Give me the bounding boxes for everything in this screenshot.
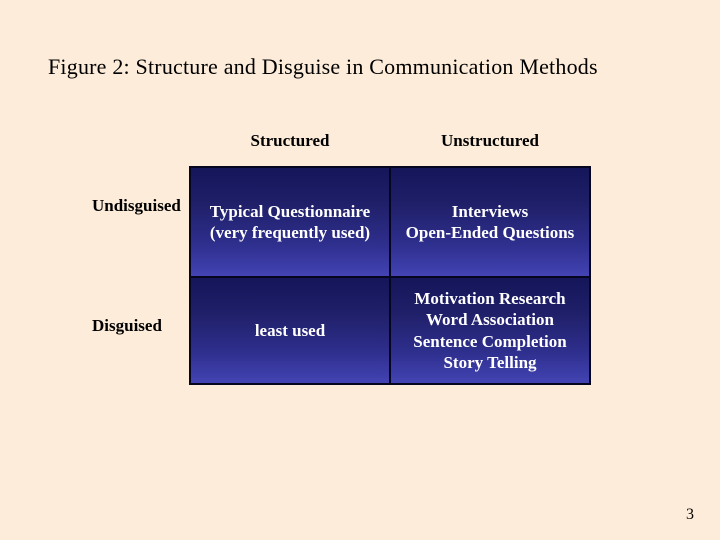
page-number: 3 [686,506,694,523]
cell-text-line: Motivation Research [414,288,566,308]
matrix-table: Typical Questionnaire (very frequently u… [189,166,591,385]
cell-text-line: Interviews [451,201,529,221]
column-header-structured: Structured [250,131,330,150]
cell-text-line: Open-Ended Questions [405,223,575,242]
row-header-disguised: Disguised [92,316,162,335]
cell-text-line: (very frequently used) [209,223,371,242]
cell-text-line: Typical Questionnaire [209,201,371,221]
slide-title: Figure 2: Structure and Disguise in Comm… [48,54,598,79]
row-header-undisguised: Undisguised [92,196,181,215]
cell-text-line: Story Telling [443,353,537,372]
cell-undisguised-structured: Typical Questionnaire (very frequently u… [191,168,389,276]
cell-disguised-unstructured: Motivation Research Word Association Sen… [391,278,589,383]
cell-undisguised-unstructured: Interviews Open-Ended Questions [391,168,589,276]
cell-text-line: Word Association [426,310,554,329]
cell-text-line: Sentence Completion [413,331,567,351]
cell-text-line: least used [254,320,326,340]
cell-disguised-structured: least used [191,278,389,383]
column-header-unstructured: Unstructured [441,131,539,150]
